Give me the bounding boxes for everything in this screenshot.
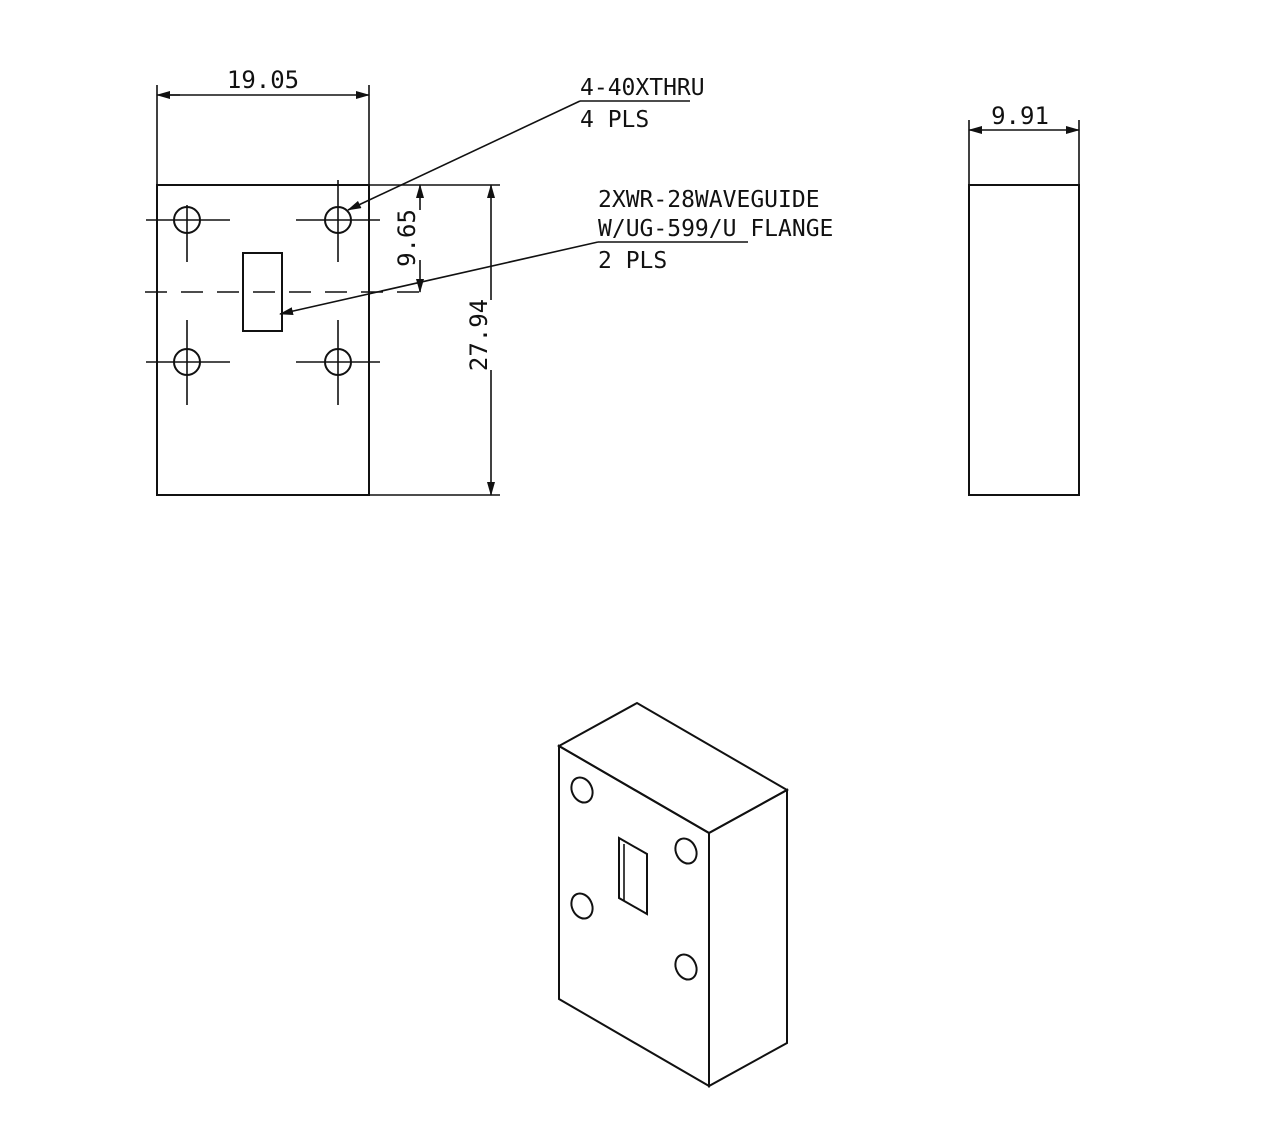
waveguide-leader: 2XWR-28WAVEGUIDE W/UG-599/U FLANGE 2 PLS: [279, 187, 833, 316]
dimension-height: 27.94: [465, 184, 495, 496]
iso-hole-4: [674, 953, 698, 981]
dimension-width: 19.05: [156, 66, 370, 185]
front-view-outline: [156, 184, 370, 496]
holes-note-line1: 4-40XTHRU: [580, 75, 705, 101]
isometric-view: [556, 701, 790, 1088]
front-view: [145, 180, 500, 496]
dimension-height-text: 27.94: [465, 299, 493, 371]
iso-right-face: [708, 788, 788, 1088]
waveguide-note-line3: 2 PLS: [598, 248, 667, 274]
mounting-hole-top-right: [296, 180, 380, 262]
side-view: 9.91: [968, 102, 1080, 496]
holes-note-line2: 4 PLS: [580, 107, 649, 133]
mounting-hole-bottom-right: [296, 320, 380, 405]
iso-hole-1: [570, 776, 594, 804]
dimension-slot-offset: 9.65: [393, 184, 424, 293]
waveguide-note-line1: 2XWR-28WAVEGUIDE: [598, 187, 820, 213]
side-view-outline: [968, 184, 1080, 496]
dimension-slot-offset-text: 9.65: [393, 209, 421, 267]
mounting-hole-top-left: [146, 205, 230, 262]
dimension-thickness-text: 9.91: [991, 102, 1049, 130]
holes-leader: 4-40XTHRU 4 PLS: [347, 75, 705, 211]
waveguide-slot: [242, 252, 283, 332]
iso-waveguide-slot: [618, 836, 648, 916]
iso-hole-3: [570, 892, 594, 920]
mounting-hole-bottom-left: [146, 320, 230, 405]
iso-front-face: [558, 744, 710, 1088]
iso-top-face: [556, 701, 790, 835]
waveguide-note-line2: W/UG-599/U FLANGE: [598, 216, 833, 242]
iso-hole-2: [674, 837, 698, 865]
dimension-width-text: 19.05: [227, 66, 299, 94]
